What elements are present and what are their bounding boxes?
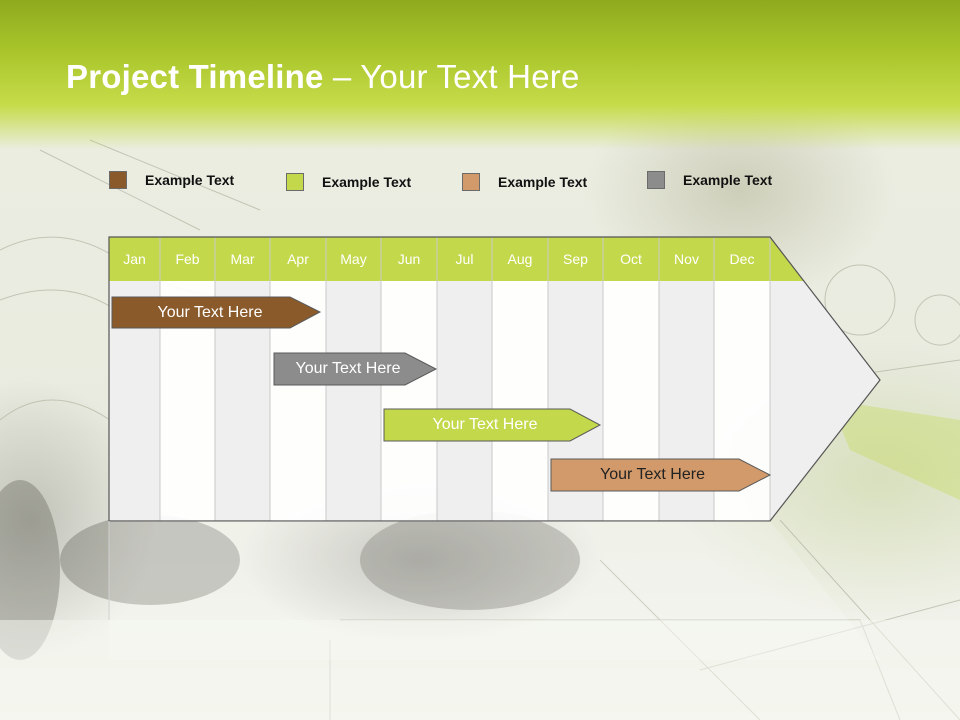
- page-title: Project Timeline – Your Text Here: [66, 58, 580, 96]
- legend-label: Example Text: [498, 174, 588, 190]
- legend-swatch: [109, 171, 127, 189]
- legend-item-4: Example Text: [647, 170, 772, 190]
- month-label-jun: Jun: [397, 251, 421, 267]
- month-label-may: May: [340, 251, 367, 267]
- title-rest: – Your Text Here: [323, 58, 580, 95]
- legend-item-1: Example Text: [109, 170, 234, 190]
- timeline-bar-3[interactable]: [383, 408, 602, 442]
- month-label-jan: Jan: [123, 251, 146, 267]
- month-label-dec: Dec: [729, 251, 755, 267]
- legend-label: Example Text: [322, 174, 412, 190]
- month-label-jul: Jul: [455, 251, 474, 267]
- header-band: [0, 0, 960, 150]
- legend-item-3: Example Text: [462, 172, 587, 192]
- month-label-aug: Aug: [507, 251, 533, 267]
- legend-label: Example Text: [683, 172, 773, 188]
- month-label-oct: Oct: [620, 251, 642, 267]
- timeline-reflection: [109, 521, 880, 660]
- month-label-sep: Sep: [563, 251, 588, 267]
- timeline-bar-1-label[interactable]: Your Text Here: [157, 304, 263, 321]
- timeline-bar-1[interactable]: [111, 296, 322, 329]
- title-bold: Project Timeline: [66, 58, 324, 95]
- legend-swatch: [462, 173, 480, 191]
- legend-swatch: [286, 173, 304, 191]
- month-header-band: [109, 237, 804, 281]
- timeline-bar-4[interactable]: [550, 458, 772, 492]
- month-label-mar: Mar: [230, 251, 255, 267]
- timeline-bar-2[interactable]: [273, 352, 438, 386]
- legend-label: Example Text: [145, 172, 235, 188]
- timeline-arrow-outline: [108, 236, 881, 522]
- month-label-nov: Nov: [674, 251, 699, 267]
- timeline-bar-2-label[interactable]: Your Text Here: [295, 360, 401, 377]
- month-label-apr: Apr: [287, 251, 309, 267]
- month-label-feb: Feb: [175, 251, 200, 267]
- legend-swatch: [647, 171, 665, 189]
- legend-item-2: Example Text: [286, 172, 411, 192]
- timeline-bar-3-label[interactable]: Your Text Here: [432, 416, 538, 433]
- timeline-bar-4-label[interactable]: Your Text Here: [600, 466, 705, 483]
